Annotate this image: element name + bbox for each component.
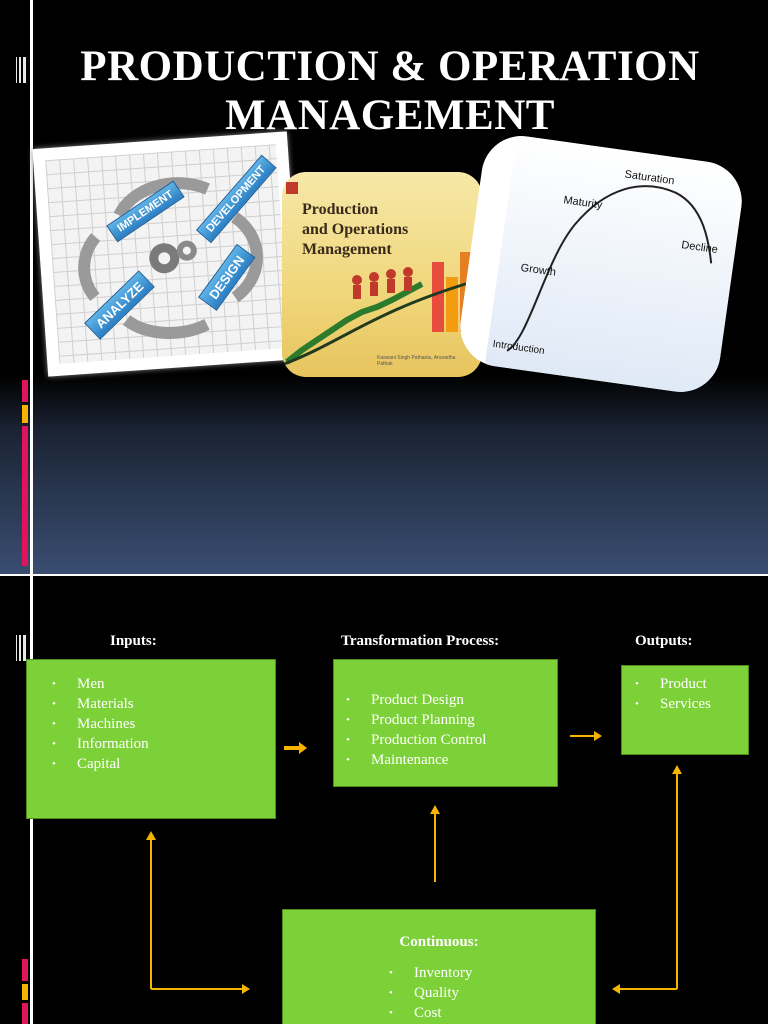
book-title-line-3: Management	[302, 241, 392, 258]
design-cycle-image: IMPLEMENT DEVELOPMENT ANALYZE DESIGN	[32, 131, 303, 377]
list-item: •Materials	[52, 696, 134, 712]
list-item: •Product	[635, 676, 707, 692]
inputs-heading: Inputs:	[110, 633, 157, 649]
list-item: •Capital	[52, 756, 121, 772]
accent-yellow	[22, 984, 28, 1000]
gears-icon	[149, 240, 197, 274]
book-cover-image: Production and Operations Management Kas…	[282, 172, 482, 377]
inputs-list: •Men •Materials •Machines •Information •…	[52, 674, 149, 774]
list-item: •Maintenance	[346, 752, 449, 768]
outputs-heading: Outputs:	[635, 633, 693, 649]
accent-pink	[22, 380, 28, 402]
title-line-1: PRODUCTION & OPERATION	[80, 43, 700, 90]
list-item: •Production Control	[346, 732, 487, 748]
process-list: •Product Design •Product Planning •Produ…	[346, 690, 487, 770]
inputs-box: •Men •Materials •Machines •Information •…	[26, 659, 276, 819]
book-authors: Kaswani Singh Pathania, Anuradha Pathak	[377, 355, 456, 367]
life-cycle-curve	[506, 185, 713, 352]
slide-separator	[0, 574, 768, 576]
book-title: Production and Operations Management	[302, 200, 408, 260]
book-title-line-1: Production	[302, 201, 379, 218]
list-item: •Quality	[389, 985, 459, 1001]
continuous-heading: Continuous:	[399, 934, 479, 950]
book-title-line-2: and Operations	[302, 221, 409, 238]
outputs-box: •Product •Services	[621, 665, 749, 755]
product-life-cycle-image: Saturation Maturity Decline Growth Intro…	[455, 130, 747, 398]
flow-arrows	[146, 731, 682, 994]
list-item: •Product Planning	[346, 712, 475, 728]
list-item: •Men	[52, 676, 105, 692]
continuous-box: Continuous: •Inventory •Quality •Cost	[282, 909, 596, 1024]
decorative-bars	[16, 57, 28, 83]
list-item: •Machines	[52, 716, 136, 732]
process-heading: Transformation Process:	[341, 633, 500, 649]
list-item: •Cost	[389, 1005, 442, 1021]
list-item: •Information	[52, 736, 149, 752]
accent-pink	[22, 959, 28, 981]
outputs-list: •Product •Services	[635, 674, 711, 714]
accent-pink-long	[22, 426, 28, 566]
accent-yellow	[22, 405, 28, 423]
accent-pink-long	[22, 1003, 28, 1024]
book-illustration	[283, 252, 473, 366]
people-icon	[352, 267, 413, 299]
list-item: •Inventory	[389, 965, 473, 981]
continuous-list: •Inventory •Quality •Cost	[389, 963, 473, 1023]
publisher-logo-icon	[286, 182, 298, 194]
decorative-bars	[16, 635, 28, 661]
slide-title-text: PRODUCTION & OPERATION MANAGEMENT	[40, 42, 740, 140]
list-item: •Services	[635, 696, 711, 712]
slide-edge-line	[30, 0, 33, 574]
slide-process: Inputs: Transformation Process: Outputs:…	[0, 576, 768, 1024]
transformation-box: •Product Design •Product Planning •Produ…	[333, 659, 558, 787]
slide-title: PRODUCTION & OPERATION MANAGEMENT IMPLEM…	[0, 0, 768, 574]
cycle-arrows-graphic	[78, 177, 263, 339]
list-item: •Product Design	[346, 692, 464, 708]
title-line-2: MANAGEMENT	[225, 92, 555, 139]
